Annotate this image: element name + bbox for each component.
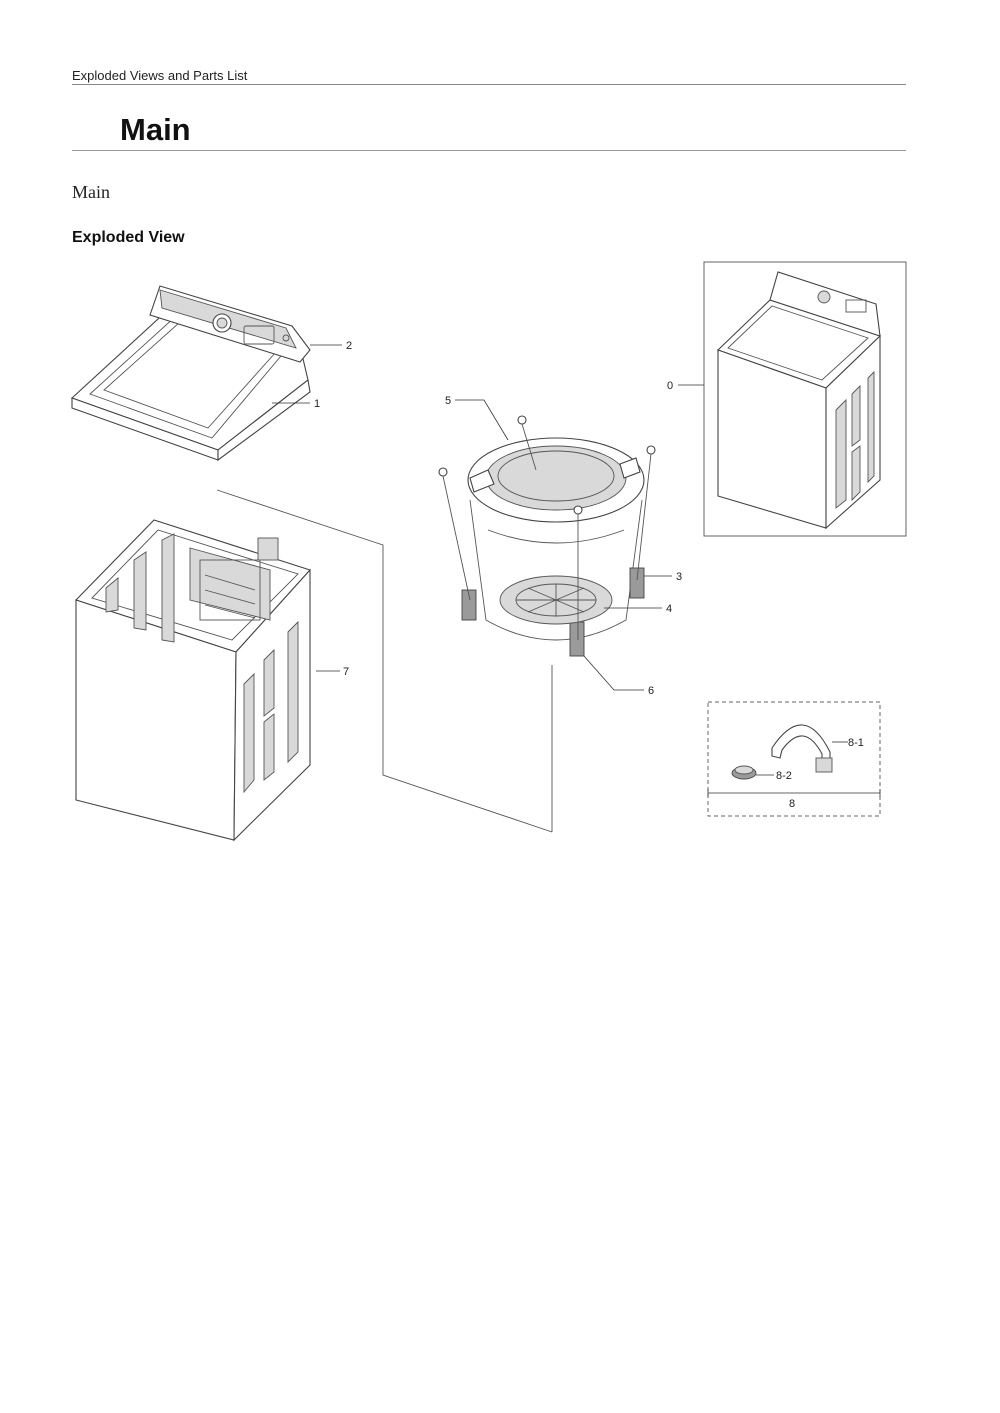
callout-8-1: 8-1 xyxy=(848,737,864,749)
callout-6: 6 xyxy=(648,685,654,697)
header-rule xyxy=(72,84,906,85)
callout-4: 4 xyxy=(666,603,672,615)
running-header: Exploded Views and Parts List xyxy=(72,68,248,83)
suspension-rods xyxy=(438,415,656,640)
part-8-1-hose-guide xyxy=(771,724,833,773)
part-3-outer-tub xyxy=(461,499,645,657)
callout-8-2: 8-2 xyxy=(776,770,792,782)
alignment-lines xyxy=(216,489,553,833)
callout-2: 2 xyxy=(346,340,352,352)
part-8-kit-frame xyxy=(707,701,881,817)
callout-1: 1 xyxy=(314,398,320,410)
part-5-tub-cover xyxy=(467,437,645,523)
title-rule xyxy=(72,150,906,151)
section-title: Main xyxy=(120,112,191,147)
leader-lines xyxy=(272,344,848,776)
callout-3: 3 xyxy=(676,571,682,583)
part-2-control-panel xyxy=(149,285,311,363)
part-7-cabinet xyxy=(74,519,311,842)
part-0-frame xyxy=(703,261,907,537)
callout-7: 7 xyxy=(343,666,349,678)
callout-0: 0 xyxy=(667,380,673,392)
part-8-2-nut xyxy=(731,765,757,780)
exploded-view-heading: Exploded View xyxy=(72,229,185,246)
part-0-assembled-washer xyxy=(716,271,882,530)
callout-8: 8 xyxy=(789,798,795,810)
callout-5: 5 xyxy=(445,395,451,407)
part-4-pulsator xyxy=(499,575,613,625)
part-8-dimension-line xyxy=(707,789,881,797)
section-subtitle: Main xyxy=(72,182,110,202)
